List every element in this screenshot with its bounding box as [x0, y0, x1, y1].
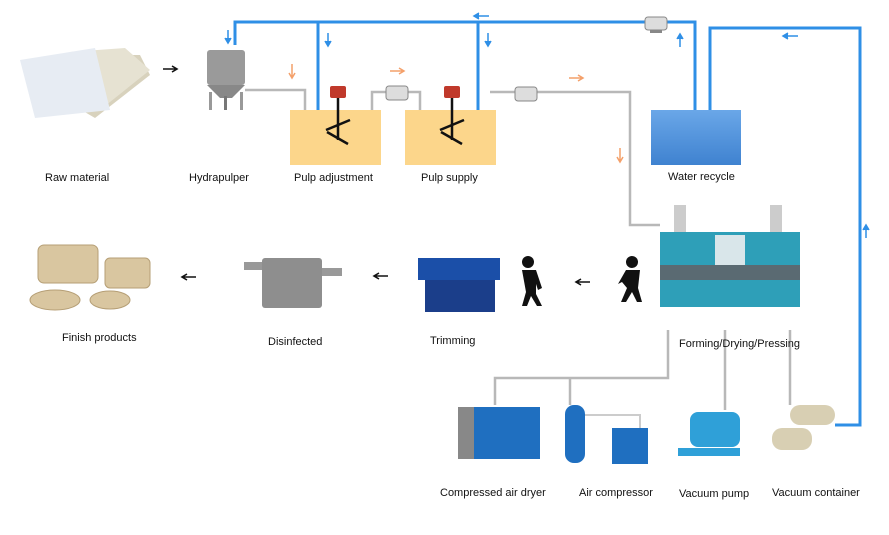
trimming-machine-image: [418, 258, 500, 312]
label-pulp-supply: Pulp supply: [421, 172, 478, 184]
vacuum-container-image: [772, 405, 835, 450]
water-pump: [644, 16, 668, 33]
label-finish-products: Finish products: [62, 332, 137, 344]
label-pulp-adjustment: Pulp adjustment: [294, 172, 373, 184]
label-hydrapulper: Hydrapulper: [189, 172, 249, 184]
label-vacuum-pump: Vacuum pump: [679, 488, 750, 500]
forming-machine-image: [660, 205, 800, 307]
label-trimming: Trimming: [430, 335, 476, 347]
agitator-motors: [330, 86, 460, 98]
label-compressed-air-dryer: Compressed air dryer: [440, 487, 546, 499]
label-raw-material: Raw material: [45, 172, 110, 184]
water-recycle-tank: [651, 110, 741, 165]
label-vacuum-container: Vacuum container: [772, 487, 860, 499]
pulp-arrows: [288, 64, 624, 164]
label-air-compressor: Air compressor: [579, 487, 653, 499]
flow-arrows: [163, 65, 590, 286]
raw-material-image: [20, 48, 150, 118]
label-forming: Forming/Drying/Pressing: [679, 338, 801, 350]
compressed-air-dryer-image: [458, 407, 540, 459]
label-disinfected: Disinfected: [268, 336, 323, 348]
air-compressor-image: [565, 405, 648, 464]
worker-figures: [522, 256, 642, 306]
disinfection-machine-image: [244, 258, 342, 308]
hydrapulper-image: [207, 50, 245, 110]
label-water-recycle: Water recycle: [668, 171, 735, 183]
water-arrows: [224, 12, 870, 238]
finish-products-image: [29, 244, 151, 311]
pulp-pipes: [245, 88, 792, 410]
agitators: [325, 95, 465, 146]
water-pipes: [233, 20, 862, 427]
pulp-pumps: [385, 85, 538, 102]
vacuum-pump-image: [678, 412, 740, 456]
